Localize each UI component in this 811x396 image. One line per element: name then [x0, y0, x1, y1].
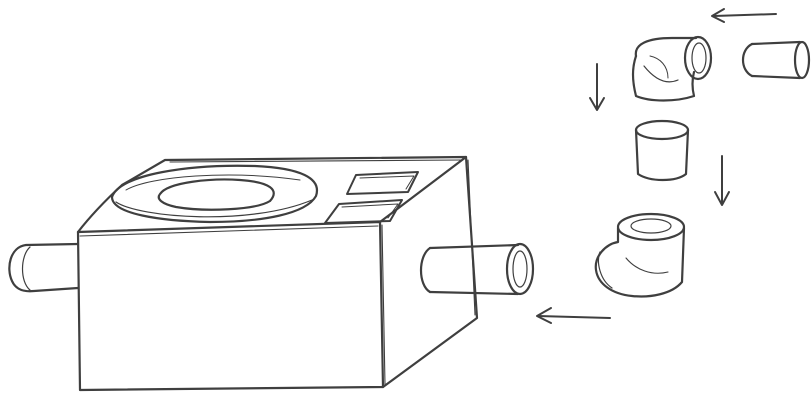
elbow-icon — [594, 212, 686, 298]
panel-icon — [346, 171, 419, 195]
arrow-left-icon — [711, 8, 777, 23]
pipe-icon — [741, 40, 811, 80]
pipe-icon — [8, 242, 80, 293]
arrow-down-icon — [714, 155, 730, 206]
arrow-left-icon — [536, 307, 611, 324]
pipe-icon — [634, 119, 690, 182]
seat-icon — [110, 164, 319, 224]
elbow-icon — [631, 35, 713, 102]
arrow-down-icon — [589, 63, 605, 111]
pipe-icon — [419, 242, 535, 296]
box-icon — [76, 155, 479, 392]
panel-icon — [324, 199, 403, 224]
